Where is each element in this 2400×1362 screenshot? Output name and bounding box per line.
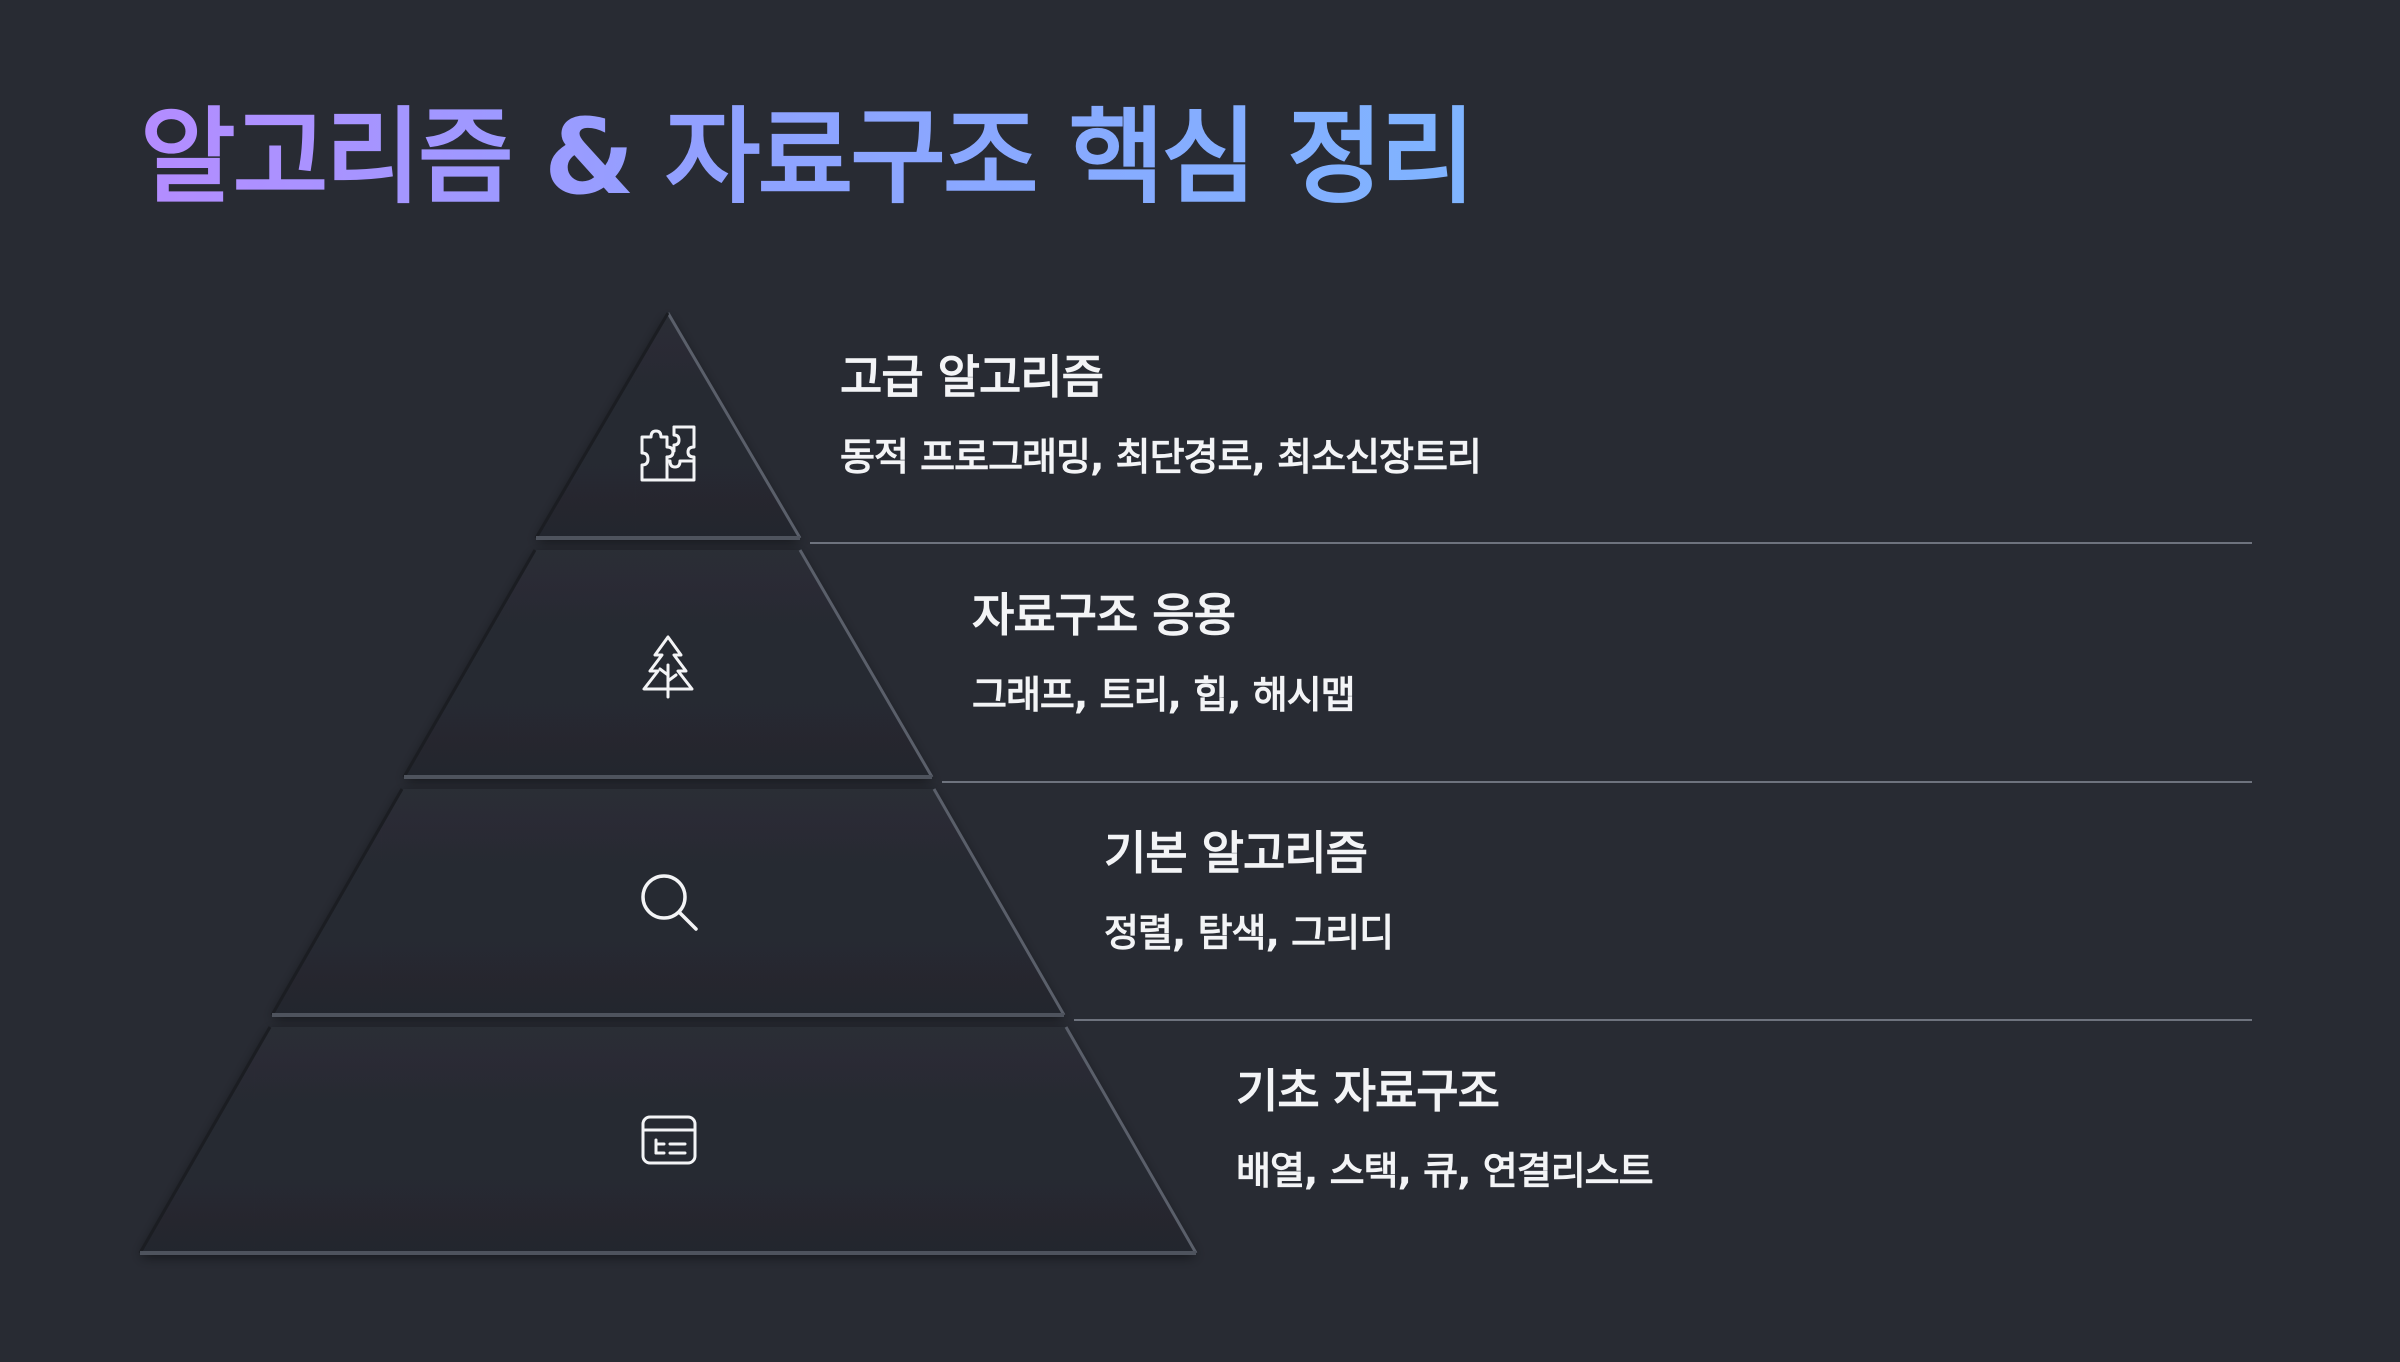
level-4-description: 배열, 스택, 큐, 연결리스트 bbox=[1236, 1149, 1654, 1194]
level-1-description: 동적 프로그래밍, 최단경로, 최소신장트리 bbox=[840, 435, 1482, 480]
search-icon bbox=[641, 874, 698, 931]
pyramid-tier-1 bbox=[534, 312, 802, 540]
tree-icon bbox=[642, 635, 694, 699]
list-panel-icon bbox=[641, 1115, 697, 1165]
level-3-title: 기본 알고리즘 bbox=[1104, 826, 1368, 880]
level-2-text: 자료구조 응용 그래프, 트리, 힙, 해시맵 bbox=[972, 588, 1356, 719]
level-1-title: 고급 알고리즘 bbox=[840, 350, 1104, 404]
level-2-title: 자료구조 응용 bbox=[972, 588, 1236, 642]
pyramid-tier-4 bbox=[138, 1026, 1198, 1255]
level-3-text: 기본 알고리즘 정렬, 탐색, 그리디 bbox=[1104, 826, 1394, 957]
level-4-title: 기초 자료구조 bbox=[1236, 1064, 1500, 1118]
puzzle-icon bbox=[640, 425, 696, 482]
page-title: 알고리즘 & 자료구조 핵심 정리 bbox=[140, 96, 1476, 218]
level-3-description: 정렬, 탐색, 그리디 bbox=[1104, 911, 1394, 956]
level-4-text: 기초 자료구조 배열, 스택, 큐, 연결리스트 bbox=[1236, 1064, 1654, 1195]
level-1-text: 고급 알고리즘 동적 프로그래밍, 최단경로, 최소신장트리 bbox=[840, 350, 1482, 481]
level-2-description: 그래프, 트리, 힙, 해시맵 bbox=[972, 673, 1356, 718]
pyramid-tier-3 bbox=[270, 788, 1066, 1017]
